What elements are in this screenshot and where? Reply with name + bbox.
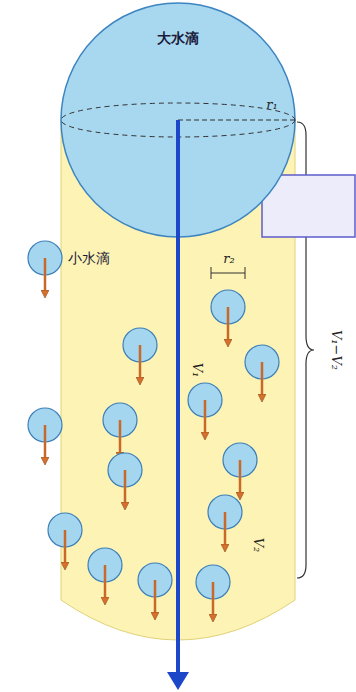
drop-arrow (261, 362, 264, 398)
small-drop (88, 548, 122, 601)
drop-arrow (224, 512, 227, 548)
small-drop (223, 443, 257, 496)
small-drop (123, 328, 157, 381)
drop-label: 小水滴 (68, 250, 110, 266)
small-drop (196, 565, 230, 618)
drop-arrow (44, 425, 47, 461)
drop-arrow (64, 530, 67, 566)
small-drop (48, 513, 82, 566)
radius-label: r₁ (266, 97, 277, 112)
radius-line (178, 120, 295, 121)
drop-arrow (124, 470, 127, 506)
small-drop (103, 403, 137, 456)
small-drop (138, 563, 172, 616)
drop-arrow (227, 307, 230, 343)
velocity-label: V₁ (190, 363, 205, 378)
velocity-label: V₁−V₂ (329, 330, 344, 370)
fall-arrow (176, 236, 180, 674)
drop-arrow (139, 345, 142, 381)
fall-arrow-top (176, 120, 180, 238)
small-drop (208, 495, 242, 548)
small-drop (245, 345, 279, 398)
drop-arrow (212, 582, 215, 618)
small-drop-node: 小水滴 (28, 241, 62, 275)
small-drop (28, 408, 62, 461)
drop-arrow (239, 460, 242, 496)
r2-dimension (211, 267, 245, 279)
small-drop (188, 383, 222, 436)
drop-label: 大水滴 (157, 30, 199, 46)
sphere (61, 3, 295, 237)
large-drop: 大水滴 (60, 2, 296, 238)
small-drops (28, 290, 279, 618)
drop-arrow (44, 258, 47, 294)
small-drop (108, 453, 142, 506)
velocity-label: V₂ (251, 538, 266, 553)
drop-arrow (204, 400, 207, 436)
small-drop (211, 290, 245, 343)
fall-arrowhead (167, 672, 189, 690)
radius-label: r₂ (223, 251, 234, 266)
drop-outline (28, 241, 62, 275)
drop-arrow (119, 420, 122, 456)
drop-arrow (104, 565, 107, 601)
drop-arrow (154, 580, 157, 616)
